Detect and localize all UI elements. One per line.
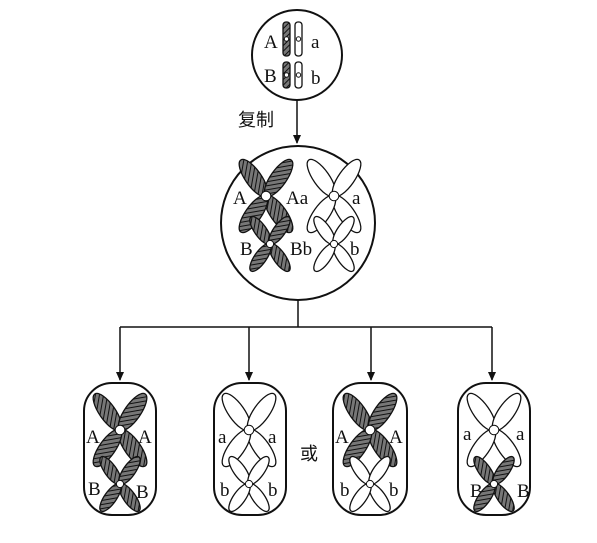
cell2-chromosome-row2	[228, 455, 270, 513]
cell4-allele-right-2: B	[517, 481, 530, 502]
cell2-allele-right-2: b	[268, 480, 278, 501]
cell1-chromosome-row2	[99, 455, 141, 513]
top-allele-a: a	[311, 32, 320, 53]
cell2-chromosome-row1	[221, 392, 277, 468]
middle-allele-B-pair: Bb	[290, 239, 312, 260]
top-allele-A: A	[264, 32, 278, 53]
replication-label: 复制	[238, 110, 274, 131]
middle-chromosome-a-light	[306, 158, 362, 234]
cell3-chromosome-row2	[349, 455, 391, 513]
or-label: 或	[300, 444, 318, 465]
branch-connectors	[116, 300, 496, 381]
cell3-allele-right-2: b	[389, 480, 399, 501]
middle-allele-a-right: a	[352, 188, 361, 209]
cell3-allele-left-1: A	[335, 427, 349, 448]
cell2-allele-left-2: b	[220, 480, 230, 501]
cell1-allele-right-1: A	[138, 427, 152, 448]
cell3-allele-right-1: A	[389, 427, 403, 448]
cell4-allele-right-1: a	[516, 424, 525, 445]
top-homolog-B	[282, 61, 303, 89]
top-allele-b: b	[311, 68, 321, 89]
top-cell: A B a b	[251, 9, 343, 101]
cell2-allele-right-1: a	[268, 427, 277, 448]
middle-allele-B-left: B	[240, 239, 253, 260]
top-homolog-A	[282, 21, 303, 57]
cell4-allele-left-1: a	[463, 424, 472, 445]
cell1-allele-left-1: A	[86, 427, 100, 448]
cell4-chromosome-row2	[473, 455, 515, 513]
middle-allele-b-right: b	[350, 239, 360, 260]
cell1-allele-left-2: B	[88, 479, 101, 500]
middle-cell: A Aa a B Bb b	[220, 145, 376, 301]
cell3-allele-left-2: b	[340, 480, 350, 501]
cell2-allele-left-1: a	[218, 427, 227, 448]
top-allele-B: B	[264, 66, 277, 87]
middle-chromosome-b-light	[313, 215, 355, 273]
middle-chromosome-B-dark	[249, 215, 291, 273]
middle-allele-A-pair: Aa	[286, 188, 309, 209]
cell4-chromosome-row1	[466, 392, 522, 468]
cell1-allele-right-2: B	[136, 482, 149, 503]
middle-allele-A-left: A	[233, 188, 247, 209]
